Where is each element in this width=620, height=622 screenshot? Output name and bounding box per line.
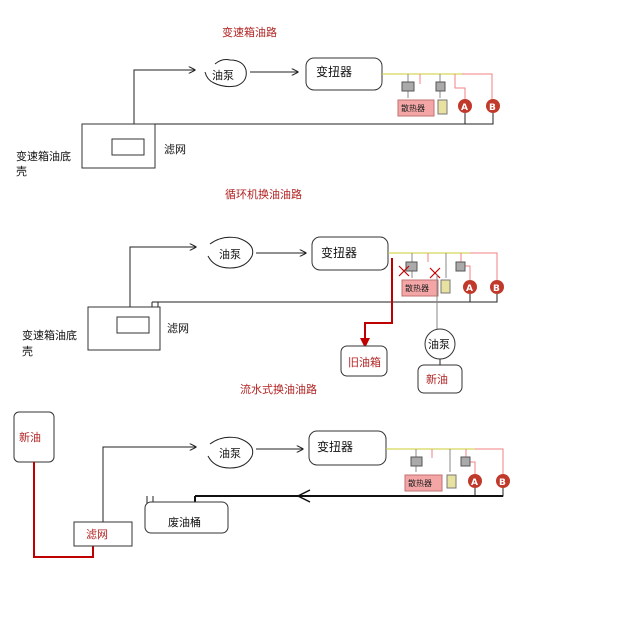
filter-box xyxy=(73,521,133,547)
filter-label: 滤网 xyxy=(164,143,186,156)
port-a xyxy=(458,99,472,113)
torque-converter-label: 变扭器 xyxy=(317,439,353,454)
oil-pump: 油泵 xyxy=(207,436,254,469)
diagram-3-title: 流水式换油油路 xyxy=(240,382,317,396)
port-a xyxy=(468,474,482,488)
valve-icon xyxy=(410,456,423,467)
port-a-label: A xyxy=(461,103,468,113)
filter-label: 滤网 xyxy=(86,528,108,541)
radiator xyxy=(401,279,439,297)
diagram-2-title: 循环机换油油路 xyxy=(225,187,302,201)
oil-pump-label: 油泵 xyxy=(219,446,241,460)
valve-icon xyxy=(401,81,415,92)
cut-mark-icon xyxy=(429,267,441,279)
cooler-group: 散热器 A B xyxy=(386,448,510,497)
diagram-1-title: 变速箱油路 xyxy=(222,25,277,39)
sump-label-2: 壳 xyxy=(22,344,33,358)
filter-cartridge-icon xyxy=(437,99,448,115)
external-oil-pump-label: 油泵 xyxy=(428,337,450,351)
radiator xyxy=(404,474,443,492)
sump-filter xyxy=(111,138,145,156)
cut-mark-icon xyxy=(398,265,410,277)
oil-pump: 油泵 xyxy=(204,59,247,88)
port-b-label: B xyxy=(489,103,496,113)
oil-pump-label: 油泵 xyxy=(219,247,241,261)
waste-oil-label: 废油桶 xyxy=(168,515,201,529)
port-a xyxy=(463,280,477,294)
port-a-label: A xyxy=(466,284,473,294)
radiator-label: 散热器 xyxy=(408,478,432,488)
new-oil-label: 新油 xyxy=(426,372,448,386)
valve-icon xyxy=(460,456,471,467)
filter-label: 滤网 xyxy=(167,322,189,335)
waste-oil-bucket xyxy=(144,501,229,534)
sump-filter xyxy=(116,316,150,334)
suction-line xyxy=(133,70,195,140)
valve-icon xyxy=(405,261,418,272)
diagram-transmission-oil-circuit: 变速箱油路 油泵 变扭器 散热器 A B xyxy=(16,25,500,178)
diagram-flow-through-oil-change: 流水式换油油路 新油 油泵 变扭器 散热器 A B xyxy=(13,382,510,558)
oil-pump: 油泵 xyxy=(207,236,254,269)
torque-converter xyxy=(308,430,387,466)
old-oil-tank xyxy=(340,345,388,377)
torque-converter-label: 变扭器 xyxy=(321,245,357,260)
cooler-group: 散热器 A B xyxy=(382,73,500,125)
new-oil-label: 新油 xyxy=(19,430,41,444)
diagram-circulation-oil-change: 循环机换油油路 油泵 变扭器 散热器 A B xyxy=(22,187,504,394)
filter-cartridge-icon xyxy=(446,474,457,489)
valve-icon xyxy=(435,81,446,92)
port-b-label: B xyxy=(493,284,500,294)
sump-label: 变速箱油底 xyxy=(16,149,71,163)
flow-arrow-icon xyxy=(296,489,311,503)
suction-line xyxy=(102,447,196,522)
drain-line-to-old-tank xyxy=(360,258,393,348)
port-b xyxy=(490,280,504,294)
radiator-label: 散热器 xyxy=(405,283,429,293)
port-b-label: B xyxy=(499,478,506,488)
new-oil-tank xyxy=(417,364,463,394)
port-b xyxy=(496,474,510,488)
sump-label-2: 壳 xyxy=(16,164,27,178)
oil-pump-label: 油泵 xyxy=(212,68,234,82)
sump-label: 变速箱油底 xyxy=(22,328,77,342)
radiator-label: 散热器 xyxy=(401,103,425,113)
new-oil-feed-line xyxy=(33,462,94,558)
torque-converter-label: 变扭器 xyxy=(316,64,352,79)
filter-cartridge-icon xyxy=(440,279,451,294)
port-a-label: A xyxy=(471,478,478,488)
port-b xyxy=(486,99,500,113)
radiator xyxy=(397,99,435,117)
old-oil-tank-label: 旧油箱 xyxy=(348,355,381,369)
suction-line xyxy=(129,247,196,318)
cooler-group: 散热器 A B xyxy=(388,252,504,303)
valve-icon xyxy=(455,261,466,272)
